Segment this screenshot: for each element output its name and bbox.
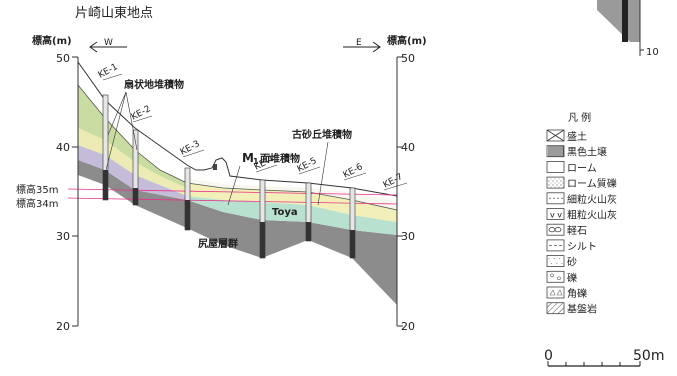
y-tick-label: 20 xyxy=(401,320,415,333)
borehole-label: KE-7 xyxy=(382,172,405,190)
left-axis-title: 標高(m) xyxy=(32,34,72,47)
y-tick-label: 20 xyxy=(56,320,70,333)
legend-swatch xyxy=(546,286,565,299)
figure-title: 片崎山東地点 xyxy=(75,5,153,21)
toya-label: Toya xyxy=(272,207,298,218)
y-tick-label: 50 xyxy=(401,52,415,65)
legend-item: シルト xyxy=(546,239,597,253)
scale-end-label: 50m xyxy=(633,348,664,364)
legend-item: 軽石 xyxy=(546,223,587,237)
legend-label: 粗粒火山灰 xyxy=(567,209,617,222)
east-marker: E xyxy=(343,38,381,53)
shiriya-group-label: 尻屋層群 xyxy=(198,237,238,250)
y-tick-label: 30 xyxy=(56,230,70,243)
section-layers xyxy=(67,61,398,305)
toya-layer xyxy=(187,196,397,235)
m1-label-suffix: 面堆積物 xyxy=(260,152,300,165)
west-marker: W xyxy=(89,38,127,53)
scale-bar: 0 50m xyxy=(544,348,664,367)
legend-swatch xyxy=(546,160,565,173)
legend-label: シルト xyxy=(567,242,597,253)
legend-item: 細粒火山灰 xyxy=(546,192,617,206)
y-tick-label: 40 xyxy=(401,141,415,154)
svg-text:v v: v v xyxy=(550,211,562,220)
el34-line xyxy=(67,197,398,205)
legend-swatch xyxy=(546,176,565,189)
legend-item: ローム質礫 xyxy=(546,176,617,190)
el35-label: 標高35m xyxy=(16,183,58,196)
unit-labels: 扇状地堆積物 M 1 面堆積物 古砂丘堆積物 Toya 尻屋層群 xyxy=(105,78,352,250)
ground-surface-line xyxy=(77,61,398,197)
m1-label-prefix: M xyxy=(242,151,254,165)
inset-fragment: 10 xyxy=(597,0,659,58)
legend-title: 凡 例 xyxy=(568,111,591,124)
basement-layer xyxy=(78,160,397,305)
old-dune-label: 古砂丘堆積物 xyxy=(292,128,352,141)
legend-item: 砂 xyxy=(546,255,577,269)
legend-swatch xyxy=(546,270,565,283)
legend-label: ローム xyxy=(567,162,597,174)
legend-swatch xyxy=(546,223,565,236)
y-tick-label: 30 xyxy=(401,230,415,243)
west-label: W xyxy=(104,38,113,48)
legend-item: 黒色土壌 xyxy=(546,145,607,159)
legend-item: 礫 xyxy=(546,270,577,284)
legend-label: 礫 xyxy=(567,271,577,284)
legend-label: 黒色土壌 xyxy=(567,146,607,159)
y-tick-label: 40 xyxy=(56,141,70,154)
legend-label: 細粒火山灰 xyxy=(567,193,617,206)
left-axis: 50 40 30 20 xyxy=(56,52,79,333)
legend-item: 盛土 xyxy=(546,129,587,143)
right-axis-title: 標高(m) xyxy=(387,34,427,47)
legend-swatch xyxy=(546,255,565,268)
legend-label: 角礫 xyxy=(567,287,587,300)
fan-green-layer xyxy=(78,85,187,188)
borehole-label: KE-6 xyxy=(342,162,365,181)
y-tick-label: 50 xyxy=(56,52,70,65)
fan-deposit-label: 扇状地堆積物 xyxy=(124,78,184,91)
legend-item: 基盤岩 xyxy=(546,302,597,316)
el34-label: 標高34m xyxy=(16,197,58,210)
legend-item: 角礫 xyxy=(546,286,587,300)
legend-swatch: v v xyxy=(546,208,565,220)
m1-layer xyxy=(187,183,397,222)
borehole-columns xyxy=(102,94,356,259)
surface-band xyxy=(187,178,397,210)
legend-item: v v 粗粒火山灰 xyxy=(546,208,617,222)
borehole-label: KE-1 xyxy=(97,62,120,80)
scale-zero-label: 0 xyxy=(544,348,553,364)
right-axis: 50 40 30 20 xyxy=(396,52,415,333)
legend-swatch xyxy=(546,239,565,252)
legend-swatch xyxy=(546,145,565,158)
m1-label-sub: 1 xyxy=(253,157,259,166)
legend-swatch xyxy=(546,302,565,315)
fan-boundary-line xyxy=(77,84,398,211)
legend-swatch xyxy=(546,192,565,205)
legend-swatch xyxy=(546,129,565,142)
legend-label: 軽石 xyxy=(567,225,587,237)
legend-label: ローム質礫 xyxy=(567,177,617,190)
east-label: E xyxy=(356,38,362,48)
el35-line xyxy=(67,188,398,196)
legend-label: 基盤岩 xyxy=(567,303,597,316)
inset-tick-label: 10 xyxy=(646,47,659,58)
legend-label: 盛土 xyxy=(567,130,587,143)
legend-label: 砂 xyxy=(567,256,577,269)
legend-item: ローム xyxy=(546,160,597,174)
borehole-label: KE-2 xyxy=(130,104,153,122)
